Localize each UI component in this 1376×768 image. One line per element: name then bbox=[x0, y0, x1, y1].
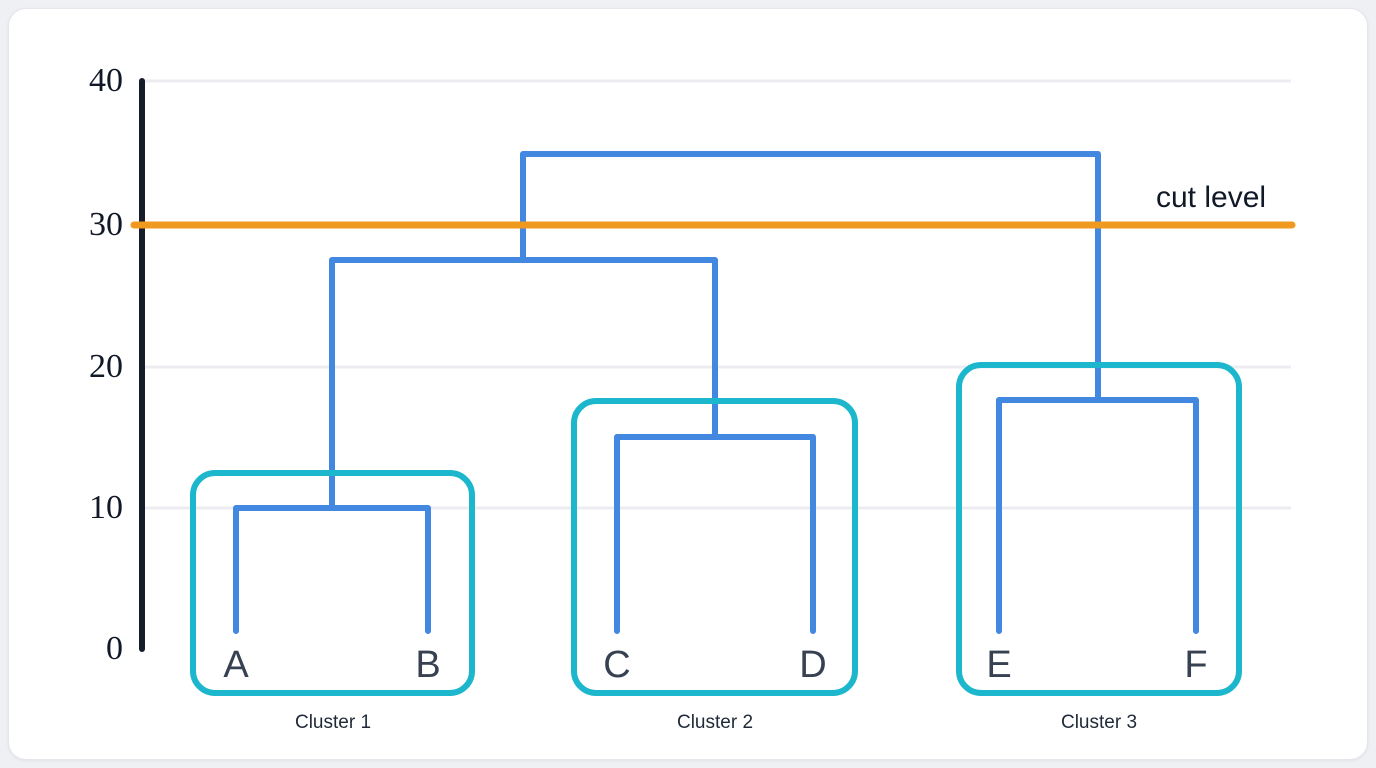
y-tick-label-40: 40 bbox=[89, 62, 123, 99]
link-root bbox=[520, 151, 1101, 403]
cluster-label-1: Cluster 1 bbox=[294, 712, 372, 733]
cluster-box-2[interactable] bbox=[571, 398, 858, 696]
leaf-label-a: A bbox=[223, 644, 249, 686]
chart-card: 40 30 20 10 0 A B C D E F Cluster 1 Clus… bbox=[8, 8, 1368, 760]
dendrogram-links bbox=[233, 151, 1199, 634]
leaf-label-b: B bbox=[415, 644, 441, 686]
leaf-label-d: D bbox=[799, 644, 827, 686]
link-C-D bbox=[614, 434, 816, 634]
leaf-label-c: C bbox=[603, 644, 631, 686]
y-tick-label-0: 0 bbox=[106, 630, 123, 667]
leaf-label-f: F bbox=[1184, 644, 1208, 686]
link-A-B bbox=[233, 505, 431, 634]
cluster-boxes bbox=[190, 362, 1242, 696]
y-tick-label-30: 30 bbox=[89, 206, 123, 243]
cluster-box-1[interactable] bbox=[190, 470, 475, 696]
link-E-F bbox=[996, 397, 1199, 634]
y-tick-label-10: 10 bbox=[89, 489, 123, 526]
leaf-label-e: E bbox=[986, 644, 1012, 686]
y-tick-label-20: 20 bbox=[89, 348, 123, 385]
cut-level-label: cut level bbox=[1156, 181, 1267, 214]
cluster-label-2: Cluster 2 bbox=[676, 712, 754, 733]
cluster-box-3[interactable] bbox=[956, 362, 1242, 696]
cluster-label-3: Cluster 3 bbox=[1060, 712, 1138, 733]
dendrogram-plot bbox=[130, 78, 1296, 696]
